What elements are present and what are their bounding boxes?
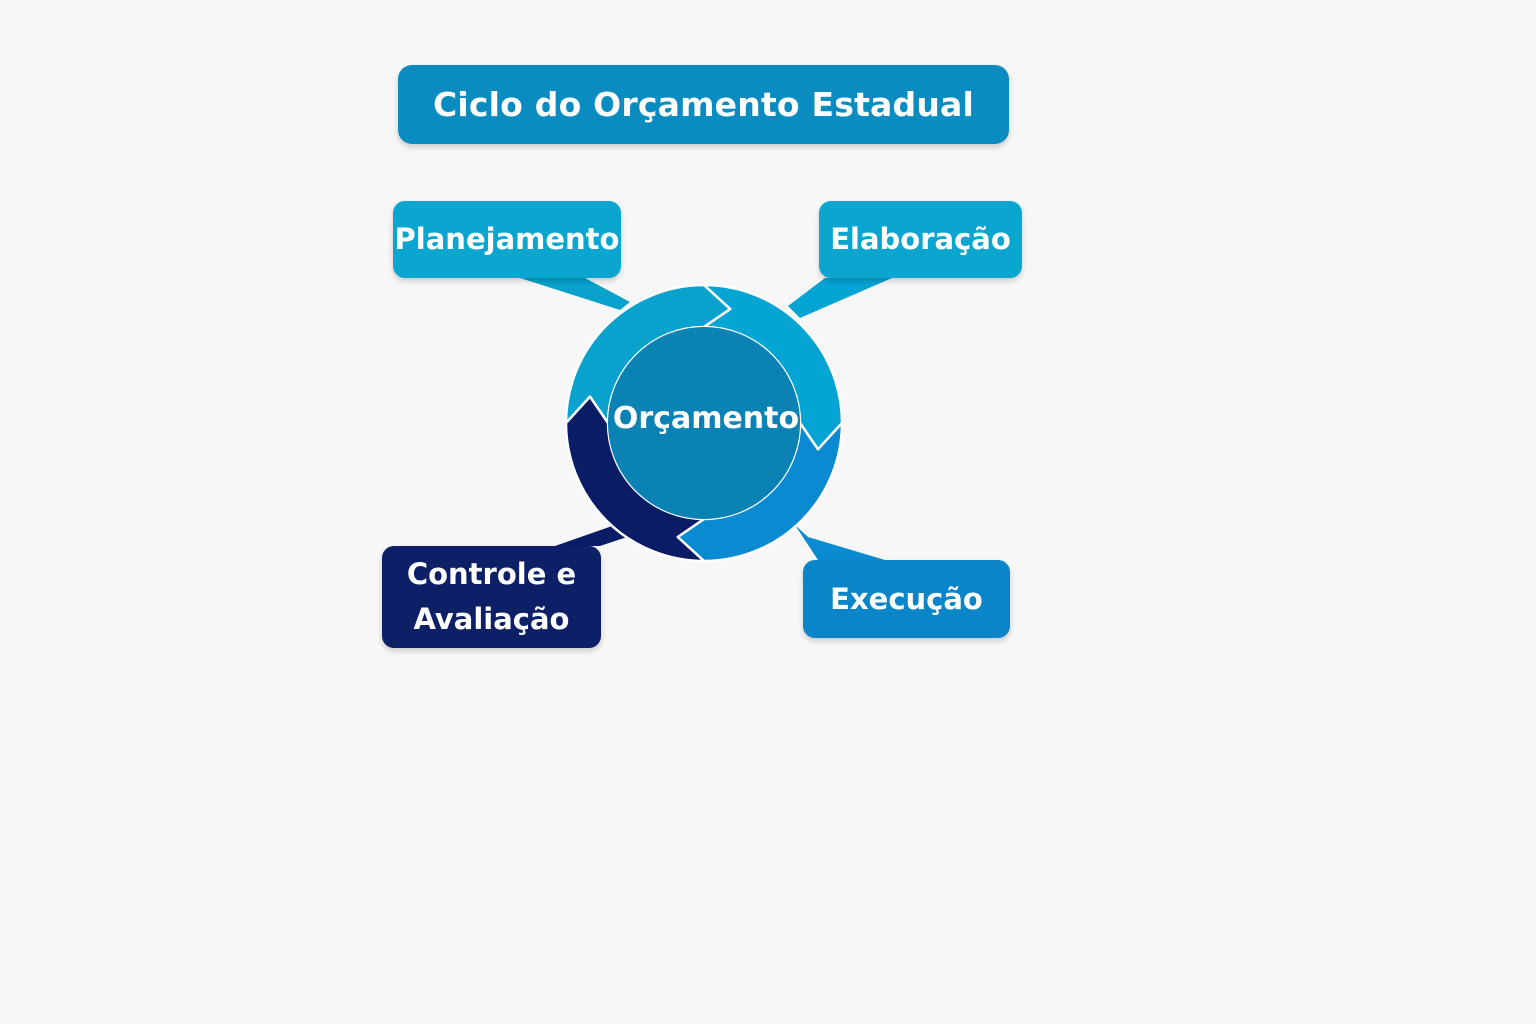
connector-planejamento (520, 278, 630, 310)
connector-execucao (795, 525, 885, 560)
step-controle-avaliacao: Controle e Avaliação (382, 546, 601, 648)
connector-elaboracao (788, 278, 892, 318)
step-planejamento: Planejamento (393, 201, 621, 278)
step-execucao: Execução (803, 560, 1010, 638)
center-disc (608, 327, 800, 519)
connector-controle (555, 525, 627, 546)
step-elaboracao: Elaboração (819, 201, 1022, 278)
center-label: Orçamento (612, 400, 800, 436)
diagram-title: Ciclo do Orçamento Estadual (398, 65, 1009, 144)
